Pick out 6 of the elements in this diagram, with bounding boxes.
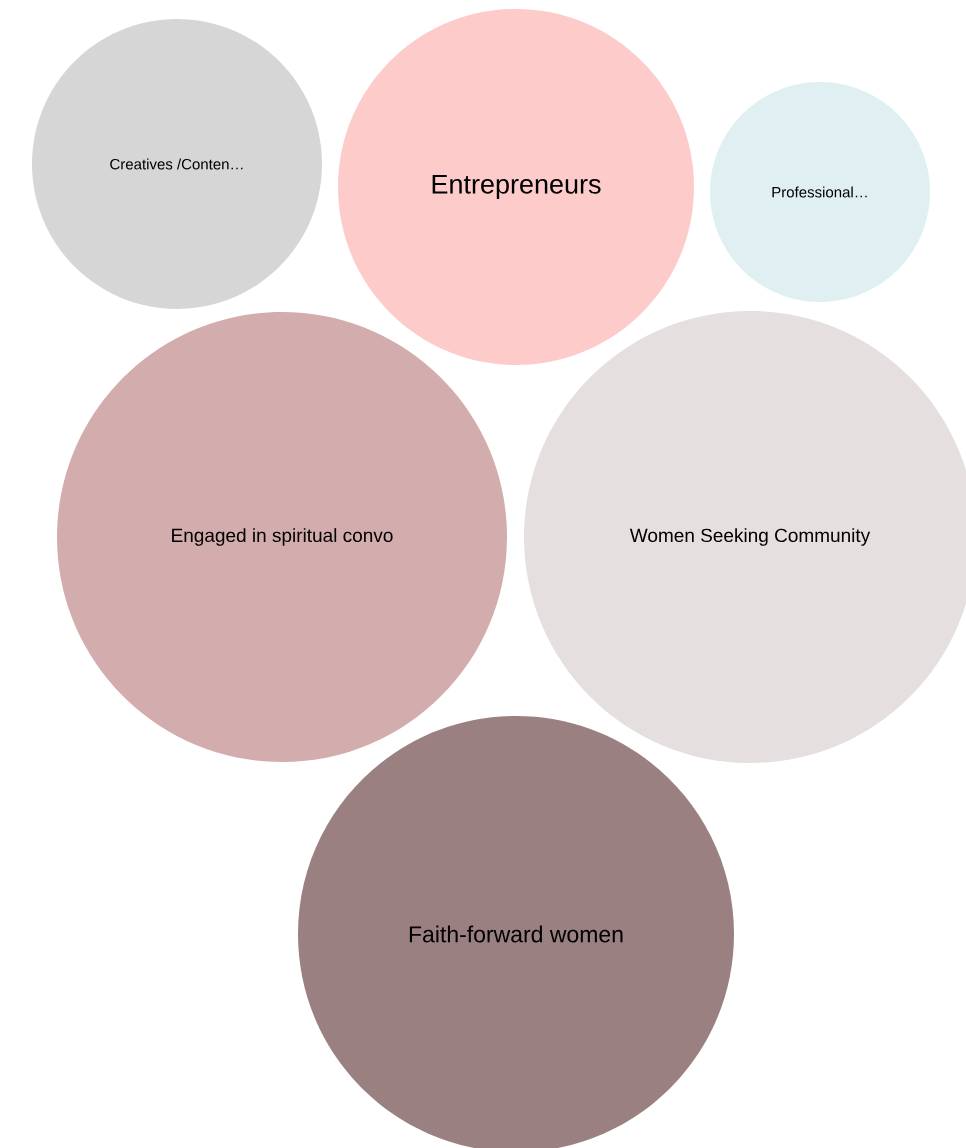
- bubble: Women Seeking Community: [524, 311, 966, 763]
- bubble: Professional…: [710, 82, 930, 302]
- bubble: Engaged in spiritual convo: [57, 312, 507, 762]
- bubble: Entrepreneurs: [338, 9, 694, 365]
- bubble: Faith-forward women: [298, 716, 734, 1148]
- bubble: Creatives /Conten…: [32, 19, 322, 309]
